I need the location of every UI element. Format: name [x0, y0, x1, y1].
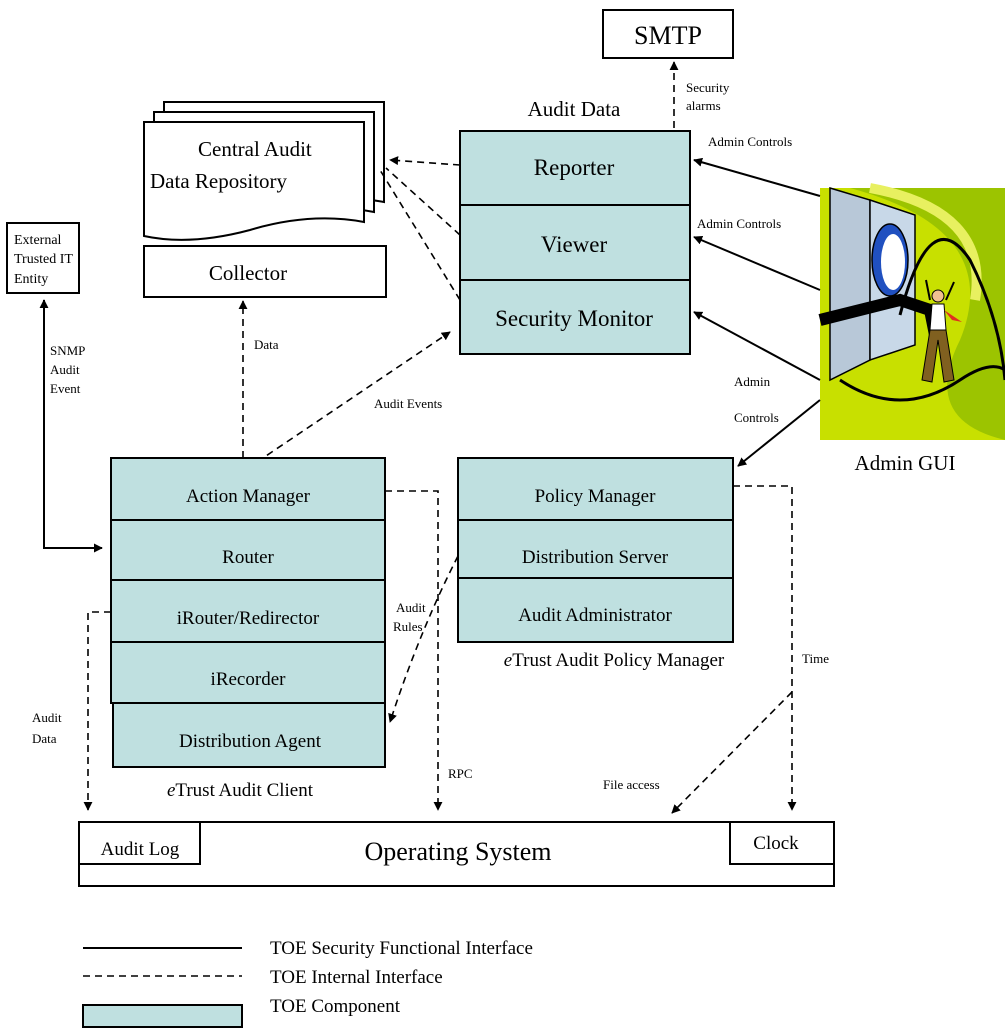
audit-events-label: Audit Events	[374, 396, 442, 411]
external-entity-label-3: Entity	[14, 272, 48, 287]
external-entity-box: External Trusted IT Entity	[6, 222, 80, 294]
audit-rules-label-2: Rules	[393, 619, 423, 634]
distribution-agent-box	[112, 702, 386, 768]
security-alarms-label-2: alarms	[686, 98, 721, 113]
data-label: Data	[254, 337, 279, 352]
legend-dashed-label: TOE Internal Interface	[270, 967, 443, 988]
audit-data-side-label-1: Audit	[32, 710, 62, 725]
policy-manager-group: Policy Manager Distribution Server Audit…	[457, 457, 734, 643]
snmp-label-2: Audit	[50, 362, 80, 377]
audit-log-box	[78, 821, 201, 865]
security-monitor-label: Security Monitor	[495, 306, 653, 331]
file-access-arrow	[671, 691, 793, 814]
clock-label: Clock	[753, 833, 799, 854]
admin-controls-label-2: Admin Controls	[697, 216, 781, 231]
security-monitor-box	[459, 279, 691, 355]
policy-manager-label: Policy Manager	[535, 486, 657, 507]
admin-to-viewer-arrow	[693, 235, 821, 291]
security-alarms-label-1: Security	[686, 80, 730, 95]
repository-label-2: Data Repository	[150, 169, 288, 193]
smtp-box: SMTP	[602, 9, 734, 59]
admin-controls-label-3a: Admin	[734, 374, 771, 389]
audit-data-arrow	[83, 611, 111, 811]
router-box	[110, 519, 386, 581]
audit-client-caption: eTrust Audit Client	[167, 780, 314, 801]
audit-client-group: Action Manager Router iRouter/Redirector…	[110, 457, 386, 768]
viewer-repository-link	[385, 167, 461, 236]
collector-box: Collector	[143, 245, 387, 298]
legend-component-label: TOE Component	[270, 996, 401, 1017]
audit-rules-arrow	[388, 555, 459, 723]
repository-label-1: Central Audit	[198, 137, 312, 161]
admin-controls-label-3b: Controls	[734, 410, 779, 425]
viewer-box	[459, 204, 691, 281]
reporter-to-repository-arrow	[389, 156, 461, 166]
clock-box	[729, 821, 835, 865]
audit-log-label: Audit Log	[101, 839, 180, 860]
audit-administrator-box	[457, 577, 734, 643]
admin-gui-label: Admin GUI	[855, 451, 956, 475]
rpc-label: RPC	[448, 766, 473, 781]
audit-administrator-label: Audit Administrator	[518, 605, 672, 626]
router-label: Router	[222, 547, 274, 568]
reporter-box	[459, 130, 691, 206]
action-manager-label: Action Manager	[186, 486, 311, 507]
legend-component-swatch	[82, 1004, 243, 1028]
irouter-box	[110, 579, 386, 643]
admin-controls-label-1: Admin Controls	[708, 134, 792, 149]
external-entity-label-2: Trusted IT	[14, 252, 73, 267]
legend-solid-label: TOE Security Functional Interface	[270, 938, 533, 959]
snmp-label-1: SNMP	[50, 343, 85, 358]
admin-gui-illustration	[818, 183, 1005, 440]
irecorder-box	[110, 641, 386, 704]
snmp-bidirectional-arrow	[39, 299, 103, 553]
audit-data-group: Reporter Viewer Security Monitor	[459, 130, 691, 355]
smtp-label: SMTP	[634, 21, 702, 50]
distribution-agent-label: Distribution Agent	[179, 731, 322, 752]
file-access-label: File access	[603, 777, 660, 792]
collector-label: Collector	[209, 261, 287, 285]
rpc-arrow	[385, 490, 443, 811]
audit-data-title: Audit Data	[528, 97, 621, 121]
external-entity-label-1: External	[14, 233, 62, 248]
viewer-label: Viewer	[541, 232, 608, 257]
central-repository-shape: Central Audit Data Repository	[143, 101, 385, 241]
snmp-label-3: Event	[50, 381, 81, 396]
audit-data-side-label-2: Data	[32, 731, 57, 746]
distribution-server-label: Distribution Server	[522, 547, 669, 568]
time-arrow	[733, 485, 797, 811]
reporter-label: Reporter	[534, 155, 615, 180]
monitor-repository-link	[379, 169, 461, 301]
audit-rules-label-1: Audit	[396, 600, 426, 615]
audit-events-arrow	[256, 331, 451, 463]
admin-to-monitor-arrow	[693, 311, 821, 381]
legend: TOE Security Functional Interface TOE In…	[82, 938, 533, 1028]
time-label: Time	[802, 651, 829, 666]
operating-system-box: Operating System Audit Log Clock	[78, 821, 835, 887]
irouter-label: iRouter/Redirector	[177, 608, 320, 629]
irecorder-label: iRecorder	[211, 669, 287, 690]
admin-to-reporter-arrow	[693, 157, 821, 197]
admin-to-policy-arrow	[737, 399, 821, 467]
policy-manager-caption: eTrust Audit Policy Manager	[504, 650, 725, 671]
operating-system-label: Operating System	[364, 837, 551, 866]
policy-manager-box	[457, 457, 734, 521]
